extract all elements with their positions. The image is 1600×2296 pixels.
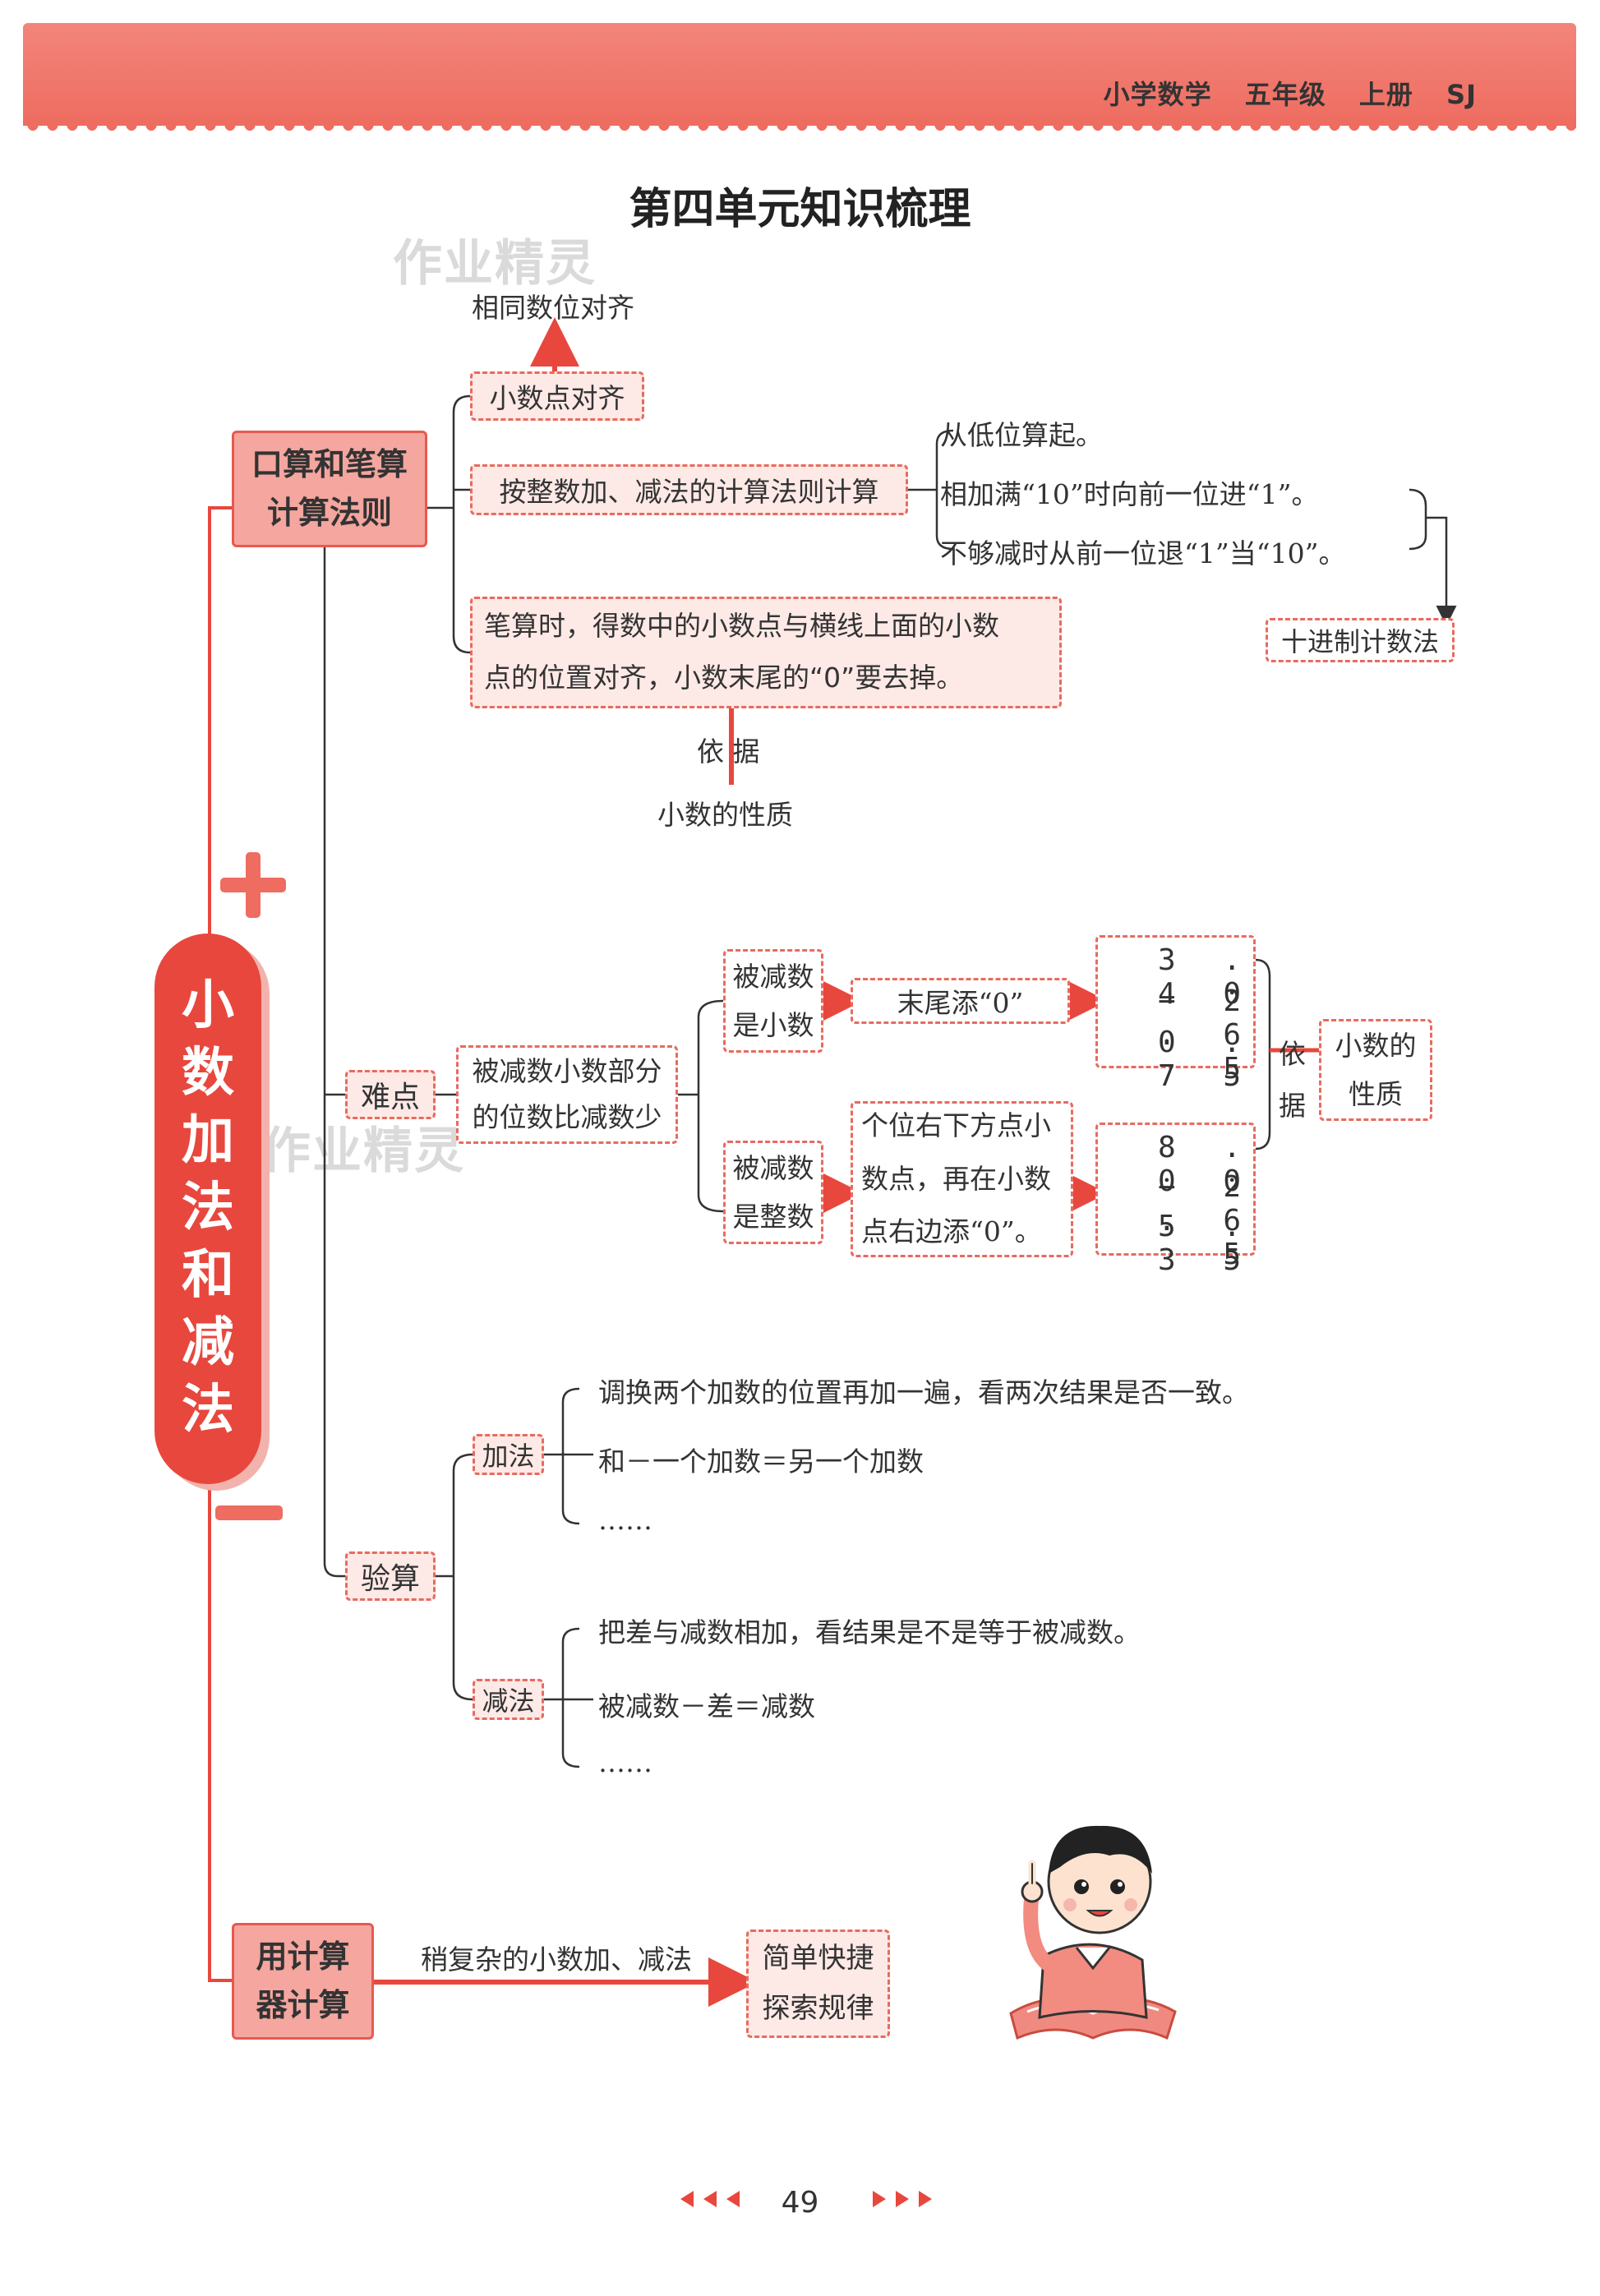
verification-label: 验算 xyxy=(361,1555,420,1598)
calc1-row3: 0 . 7 5 xyxy=(1118,1026,1256,1093)
branch4-label-line2: 器计算 xyxy=(256,1981,349,2030)
decimal-property-line2: 性质 xyxy=(1349,1070,1403,1118)
case-minuend-integer-box: 被减数 是整数 xyxy=(723,1141,823,1244)
detail-carry: 相加满“10”时向前一位进“1”。 xyxy=(940,473,1318,512)
basis-label-2-char: 依 xyxy=(1279,1029,1306,1081)
decimal-point-align-box: 小数点对齐 xyxy=(470,371,644,421)
difficulty-desc-line1: 被减数小数部分 xyxy=(473,1049,662,1095)
difficulty-box: 难点 xyxy=(345,1070,436,1119)
subtraction-check-item3: …… xyxy=(598,1746,652,1778)
main-topic-char: 小 xyxy=(182,973,234,1040)
basis-label-2: 依 据 xyxy=(1279,1029,1306,1132)
decimal-system-box: 十进制计数法 xyxy=(1266,618,1455,662)
branch-oral-written-calc: 口算和笔算 计算法则 xyxy=(232,431,427,547)
calculator-result-line2: 探索规律 xyxy=(763,1984,874,2034)
basis-label-1: 依 据 xyxy=(697,730,760,769)
calculator-arrow-text: 稍复杂的小数加、减法 xyxy=(421,1938,692,1977)
main-topic-char: 法 xyxy=(182,1377,234,1445)
subtraction-check-item1: 把差与减数相加，看结果是不是等于被减数。 xyxy=(598,1611,1141,1650)
case2-line2: 是整数 xyxy=(733,1192,814,1241)
page-number: 49 xyxy=(0,2186,1600,2220)
difficulty-label: 难点 xyxy=(361,1073,420,1116)
calculator-result-line1: 简单快捷 xyxy=(763,1934,874,1984)
integer-rule-box: 按整数加、减法的计算法则计算 xyxy=(470,464,908,515)
append-zero-box: 末尾添“0” xyxy=(851,978,1070,1024)
written-calc-rule-box: 笔算时，得数中的小数点与横线上面的小数 点的位置对齐，小数末尾的“0”要去掉。 xyxy=(470,597,1062,708)
main-topic: 小 数 加 法 和 减 法 xyxy=(154,934,261,1484)
subtraction-check-item2: 被减数－差＝减数 xyxy=(598,1685,815,1724)
decimal-property-line1: 小数的 xyxy=(1335,1021,1417,1070)
detail-borrow: 不够减时从前一位退“1”当“10”。 xyxy=(940,532,1345,571)
main-topic-char: 法 xyxy=(182,1175,234,1243)
branch4-label-line1: 用计算 xyxy=(256,1933,349,1981)
basis-label-2-char: 据 xyxy=(1279,1081,1306,1132)
integer-case-action-box: 个位右下方点小 数点，再在小数 点右边添“0”。 xyxy=(851,1101,1073,1257)
integer-action-line2: 数点，再在小数 xyxy=(861,1153,1051,1206)
main-topic-char: 减 xyxy=(182,1310,234,1377)
basis-value-1: 小数的性质 xyxy=(657,793,793,832)
main-topic-char: 加 xyxy=(182,1108,234,1175)
addition-check-item1: 调换两个加数的位置再加一遍，看两次结果是否一致。 xyxy=(598,1371,1249,1410)
branch-calculator: 用计算 器计算 xyxy=(232,1923,374,2040)
written-calc-rule-line1: 笔算时，得数中的小数点与横线上面的小数 xyxy=(484,601,999,652)
calc2-row3: 5 . 3 5 xyxy=(1118,1210,1256,1277)
branch1-label-line2: 计算法则 xyxy=(251,489,408,537)
case2-line1: 被减数 xyxy=(733,1144,814,1192)
branch1-label-line1: 口算和笔算 xyxy=(251,440,408,489)
case1-line2: 是小数 xyxy=(733,1001,814,1049)
integer-action-line3: 点右边添“0”。 xyxy=(861,1206,1042,1258)
same-digit-align-note: 相同数位对齐 xyxy=(472,286,634,325)
difficulty-desc-box: 被减数小数部分 的位数比减数少 xyxy=(456,1045,678,1144)
case1-line1: 被减数 xyxy=(733,952,814,1001)
subtraction-check-label: 减法 xyxy=(482,1681,534,1718)
addition-check-item2: 和－一个加数＝另一个加数 xyxy=(598,1440,924,1479)
detail-low-digit: 从低位算起。 xyxy=(940,413,1103,453)
addition-check-label: 加法 xyxy=(482,1436,534,1473)
main-topic-char: 和 xyxy=(182,1243,234,1310)
verification-box: 验算 xyxy=(345,1551,436,1601)
decimal-point-align-text: 小数点对齐 xyxy=(490,376,625,416)
addition-check-item3: …… xyxy=(598,1504,652,1536)
written-calc-rule-line2: 点的位置对齐，小数末尾的“0”要去掉。 xyxy=(484,652,963,704)
difficulty-desc-line2: 的位数比减数少 xyxy=(473,1095,662,1141)
append-zero-text: 末尾添“0” xyxy=(897,981,1024,1021)
integer-action-line1: 个位右下方点小 xyxy=(861,1100,1051,1152)
subtraction-check-box: 减法 xyxy=(473,1679,544,1720)
addition-check-box: 加法 xyxy=(473,1434,544,1475)
calculator-result-box: 简单快捷 探索规律 xyxy=(746,1929,890,2038)
integer-rule-text: 按整数加、减法的计算法则计算 xyxy=(500,470,879,509)
decimal-system-text: 十进制计数法 xyxy=(1281,621,1439,659)
cartoon-boy-illustration xyxy=(1003,1791,1183,2063)
case-minuend-decimal-box: 被减数 是小数 xyxy=(723,949,823,1053)
main-topic-char: 数 xyxy=(182,1040,234,1108)
decimal-property-box: 小数的 性质 xyxy=(1319,1019,1432,1121)
